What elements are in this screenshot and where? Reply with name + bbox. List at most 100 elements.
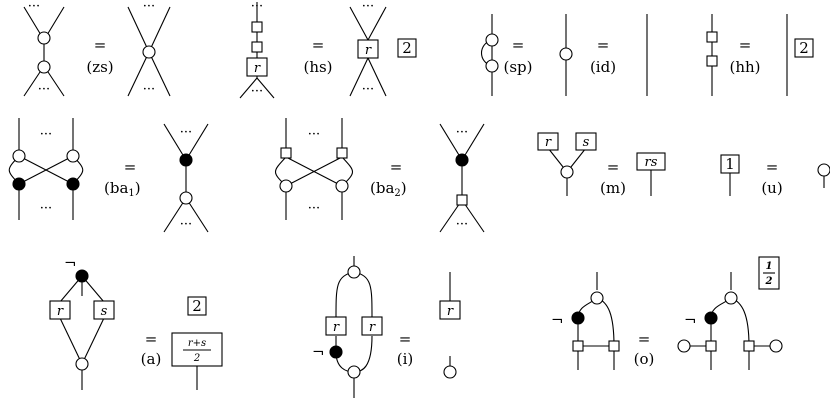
zs-lhs-top-dots: ··· (28, 0, 40, 14)
m-rhs-phase-rs: rs (645, 155, 658, 170)
ba1-lhs-black-node-left (12, 177, 26, 191)
a-lhs-phase-box-r (49, 300, 71, 320)
a-lhs-diagram: ¬ r s (49, 254, 115, 390)
hs-lhs-diagram: ··· r ··· (239, 0, 275, 99)
i-lhs-white-node-top (347, 265, 361, 279)
a-lhs-phase-s: s (101, 304, 108, 319)
u-equals: = (766, 158, 779, 176)
ba1-lhs-white-node-left (12, 149, 26, 163)
ba2-lhs-hadamard-left (280, 147, 292, 159)
u-rhs-diagram (817, 163, 830, 188)
sp-equals: = (512, 36, 525, 54)
ba2-equals: = (390, 158, 403, 176)
hh-scalar-box (794, 38, 814, 58)
i-equals: = (399, 330, 412, 348)
a-lhs-phase-r: r (57, 304, 64, 319)
o-scalar-denominator: 2 (765, 276, 773, 287)
a-equals: = (145, 330, 158, 348)
id-rule-label: (id) (590, 58, 616, 76)
ba1-lhs-white-node-right (66, 149, 80, 163)
id-equals: = (597, 36, 610, 54)
o-rhs-hadamard-left (705, 340, 717, 352)
o-rhs-white-node-left (677, 339, 691, 353)
a-scalar-2: 2 (192, 297, 202, 315)
zs-rhs-white-node (142, 45, 156, 59)
hs-scalar-2: 2 (402, 39, 412, 57)
zs-equals: = (94, 36, 107, 54)
zs-lhs-bottom-dots: ··· (38, 82, 50, 97)
ba2-rhs-top-dots: ··· (456, 125, 468, 140)
hh-scalar-2: 2 (799, 39, 809, 57)
m-rhs-diagram: rs (636, 152, 666, 196)
ba2-rhs-bottom-dots: ··· (456, 217, 468, 232)
u-rule-label: (u) (761, 179, 782, 197)
o-rhs-white-node-right (769, 339, 783, 353)
hs-scalar-box (397, 38, 417, 58)
ba1-lhs-diagram: ··· ··· (8, 118, 84, 220)
sp-rule-label: (sp) (503, 58, 532, 76)
ba1-equals: = (124, 158, 137, 176)
i-lhs-phase-box-left (325, 316, 347, 336)
hs-rhs-top-dots: ··· (362, 0, 374, 14)
hh-equals: = (739, 36, 752, 54)
ba2-lhs-white-node-right (335, 179, 349, 193)
hs-lhs-hadamard-bottom (251, 41, 263, 53)
i-rhs-phase-box (439, 300, 461, 320)
m-equals: = (607, 158, 620, 176)
sp-lhs-white-node-bottom (485, 59, 499, 73)
hh-lhs-hadamard-bottom (706, 55, 718, 67)
zs-rule-label: (zs) (86, 58, 113, 76)
hs-rule-label: (hs) (303, 58, 332, 76)
ba1-rhs-diagram: ··· ··· (163, 123, 209, 233)
i-lhs-black-node (329, 345, 343, 359)
ba1-rhs-bottom-dots: ··· (180, 217, 192, 232)
sp-lhs-diagram (480, 14, 499, 96)
hs-rhs-diagram: ··· r ··· (349, 0, 387, 97)
m-lhs-phase-box-r (537, 132, 559, 151)
a-rhs-denominator: 2 (193, 353, 200, 364)
ba2-rule-label: (ba2) (370, 179, 407, 199)
a-rhs-numerator: r+s (188, 338, 206, 349)
ba2-rhs-hadamard (456, 194, 468, 206)
m-rule-label: (m) (600, 179, 626, 197)
hs-rhs-phase-box (357, 39, 379, 59)
zs-lhs-white-node-top (37, 31, 51, 45)
hs-lhs-phase-box (246, 57, 268, 77)
hs-equals: = (312, 36, 325, 54)
i-lhs-diagram: r r ¬ (312, 256, 383, 398)
m-lhs-diagram: r s (537, 132, 597, 196)
a-lhs-white-node (75, 357, 89, 371)
hh-rule-label: (hh) (729, 58, 760, 76)
zs-rhs-bottom-dots: ··· (143, 82, 155, 97)
hh-lhs-hadamard-top (706, 31, 718, 43)
ba2-rhs-diagram: ··· ··· (439, 123, 485, 233)
ba1-rhs-black-node (179, 153, 193, 167)
ba1-rule-label: (ba1) (104, 179, 141, 199)
o-rhs-negation: ¬ (684, 311, 697, 329)
o-lhs-white-node (590, 291, 604, 305)
ba2-rhs-black-node (455, 153, 469, 167)
o-rhs-hadamard-right (743, 340, 755, 352)
hh-lhs-diagram (706, 14, 718, 96)
hs-rhs-phase-r: r (365, 43, 372, 58)
o-lhs-diagram: ¬ (551, 272, 620, 370)
o-equals: = (638, 330, 651, 348)
i-rule-label: (i) (397, 350, 414, 368)
m-lhs-white-node (560, 165, 574, 179)
hs-lhs-bottom-dots: ··· (251, 84, 263, 99)
ba2-lhs-bottom-dots: ··· (308, 201, 320, 216)
i-rhs-phase-r: r (447, 304, 454, 319)
a-lhs-black-node (75, 269, 89, 283)
o-scalar-numerator: 1 (766, 261, 773, 272)
m-lhs-phase-box-s (575, 132, 597, 151)
o-rhs-black-node (704, 311, 718, 325)
a-rhs-diagram: r+s 2 (171, 332, 223, 390)
o-lhs-negation: ¬ (551, 311, 564, 329)
i-lhs-phase-box-right (361, 316, 383, 336)
a-lhs-phase-box-s (93, 300, 115, 320)
ba2-lhs-top-dots: ··· (308, 127, 320, 142)
ba2-lhs-diagram: ··· ··· (274, 118, 354, 220)
ba2-lhs-white-node-left (279, 179, 293, 193)
zs-rhs-top-dots: ··· (143, 0, 155, 14)
a-rule-label: (a) (141, 350, 162, 368)
